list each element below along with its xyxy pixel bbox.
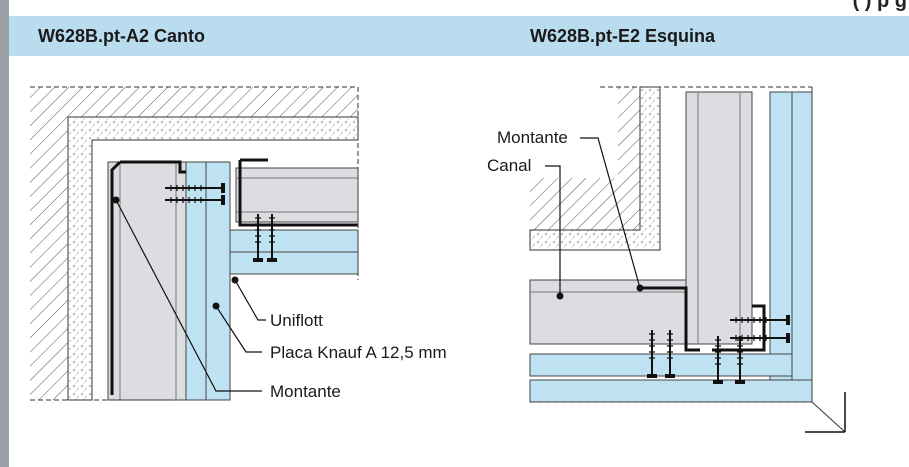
left-frame-rule	[0, 0, 9, 467]
board-horizontal-1	[229, 229, 359, 253]
callout-montante-left: Montante	[270, 382, 341, 401]
leader-canal	[545, 165, 561, 296]
edge-detail-drawing: Montante Canal	[487, 86, 846, 433]
corner-detail-drawing: Uniflott Placa Knauf A 12,5 mm Montante	[30, 86, 447, 401]
leader-montante-right	[580, 137, 641, 289]
masonry-wall	[30, 87, 358, 400]
callout-canal: Canal	[487, 156, 531, 175]
masonry-wall-right	[530, 87, 640, 230]
callout-montante-right: Montante	[497, 128, 568, 147]
leader-placa	[215, 305, 262, 353]
right-detail-title: W628B.pt-E2 Esquina	[530, 26, 716, 46]
leader-montante	[115, 199, 262, 392]
vertical-stud-right	[685, 91, 753, 345]
left-detail-title: W628B.pt-A2 Canto	[38, 26, 206, 46]
board-layer-2	[205, 161, 231, 401]
title-band: W628B.pt-A2 Canto W628B.pt-E2 Esquina	[9, 16, 909, 56]
plaster-layer	[67, 116, 359, 401]
board-horizontal-2	[229, 251, 359, 275]
clipped-header-text: ( ) p g	[852, 0, 907, 12]
board-vertical-right-2	[791, 91, 813, 403]
callout-placa-knauf: Placa Knauf A 12,5 mm	[270, 343, 447, 362]
clipped-top-text: ( ) p g	[9, 0, 909, 16]
board-horizontal-right-1	[529, 353, 793, 377]
board-horizontal-right-2	[529, 379, 813, 403]
leader-uniflott	[234, 279, 266, 321]
vertical-stud	[107, 161, 187, 401]
horizontal-stud-right	[529, 279, 687, 345]
callout-uniflott: Uniflott	[270, 311, 323, 330]
horizontal-stud	[235, 167, 359, 223]
